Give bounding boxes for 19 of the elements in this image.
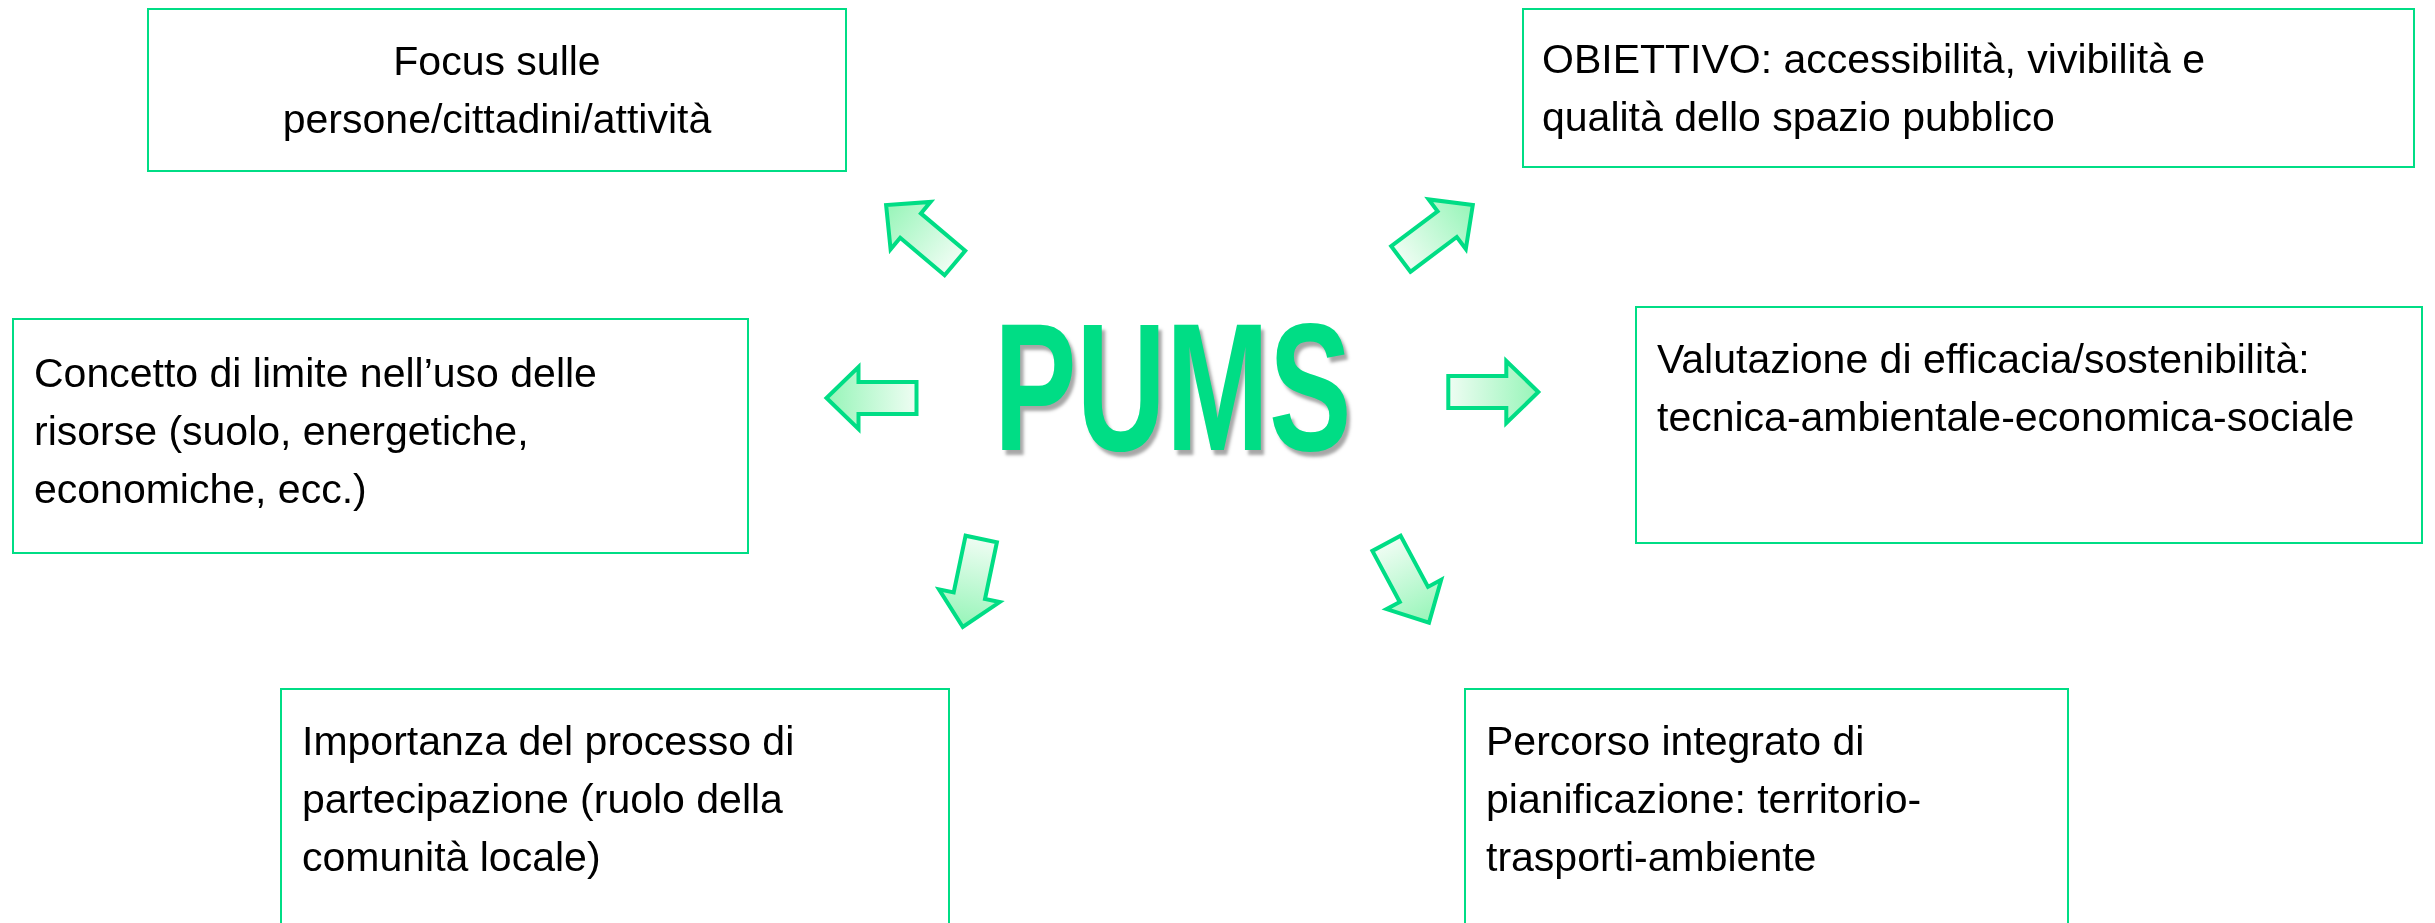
box-text: Focus sulle persone/cittadini/attività [281,37,713,144]
box-text: Percorso integrato di pianificazione: territorio-trasporti-ambiente [1486,717,1923,882]
block-arrow [934,533,1005,630]
text-box [12,318,749,554]
block-arrow [823,362,919,434]
text-box [147,8,847,172]
block-arrow [1446,356,1542,428]
box-text: Concetto di limite nell’uso delle risorse (suolo, energetiche, economiche, ecc.) [34,349,598,514]
text-box [280,688,950,923]
block-arrow [1369,533,1445,626]
center-title: PUMS [994,296,1352,478]
box-text: OBIETTIVO: accessibilità, vivibilità e qualità dello spazio pubblico [1542,35,2207,142]
text-box [1522,8,2415,168]
block-arrow [883,199,968,278]
text-box [1464,688,2069,923]
box-text: Importanza del processo di partecipazione (ruolo della comunità locale) [302,717,796,882]
box-text: Valutazione di efficacia/sostenibilità: tecnica-ambientale-economica-sociale [1657,335,2356,442]
text-box [1635,306,2423,544]
block-arrow [1388,196,1476,275]
